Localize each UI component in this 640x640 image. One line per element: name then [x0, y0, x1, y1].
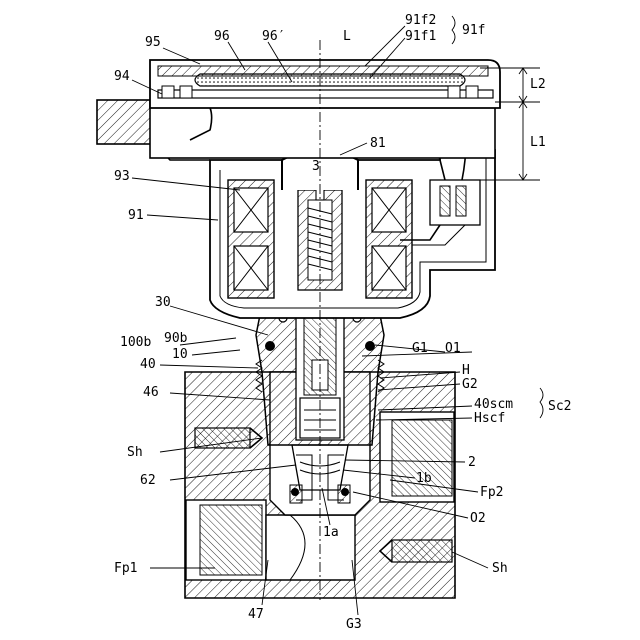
label-2: 2 — [468, 455, 476, 470]
label-Sc2: Sc2 — [548, 399, 571, 414]
label-H: H — [462, 363, 470, 378]
label-10: 10 — [172, 347, 188, 362]
label-L2: L2 — [530, 77, 546, 92]
label-94: 94 — [114, 69, 130, 84]
label-Hscf: Hscf — [474, 411, 505, 426]
connector-arm — [97, 100, 495, 160]
label-91: 91 — [128, 208, 144, 223]
label-96-prime: 96′ — [262, 29, 285, 44]
label-62: 62 — [140, 473, 156, 488]
label-Fp2: Fp2 — [480, 485, 503, 500]
label-96: 96 — [214, 29, 230, 44]
label-G2: G2 — [462, 377, 478, 392]
label-1b: 1b — [416, 471, 432, 486]
label-93: 93 — [114, 169, 130, 184]
label-3: 3 — [312, 159, 320, 174]
label-47: 47 — [248, 607, 264, 622]
label-40scm: 40scm — [474, 397, 513, 412]
label-Sh-right: Sh — [492, 561, 508, 576]
label-46: 46 — [143, 385, 159, 400]
label-91f: 91f — [462, 23, 485, 38]
top-lid — [150, 60, 500, 108]
label-G3: G3 — [346, 617, 362, 632]
label-O1: O1 — [445, 341, 461, 356]
label-O2: O2 — [470, 511, 486, 526]
label-40: 40 — [140, 357, 156, 372]
label-1a: 1a — [323, 525, 339, 540]
label-G1: G1 — [412, 341, 428, 356]
label-100b: 100b — [120, 335, 151, 350]
label-Fp1: Fp1 — [114, 561, 137, 576]
label-91f2: 91f2 — [405, 13, 436, 28]
label-91f1: 91f1 — [405, 29, 436, 44]
label-90b: 90b — [164, 331, 188, 346]
label-L1: L1 — [530, 135, 546, 150]
label-L: L — [343, 29, 351, 44]
label-Sh-left: Sh — [127, 445, 143, 460]
label-81: 81 — [370, 136, 386, 151]
label-30: 30 — [155, 295, 171, 310]
label-95: 95 — [145, 35, 161, 50]
